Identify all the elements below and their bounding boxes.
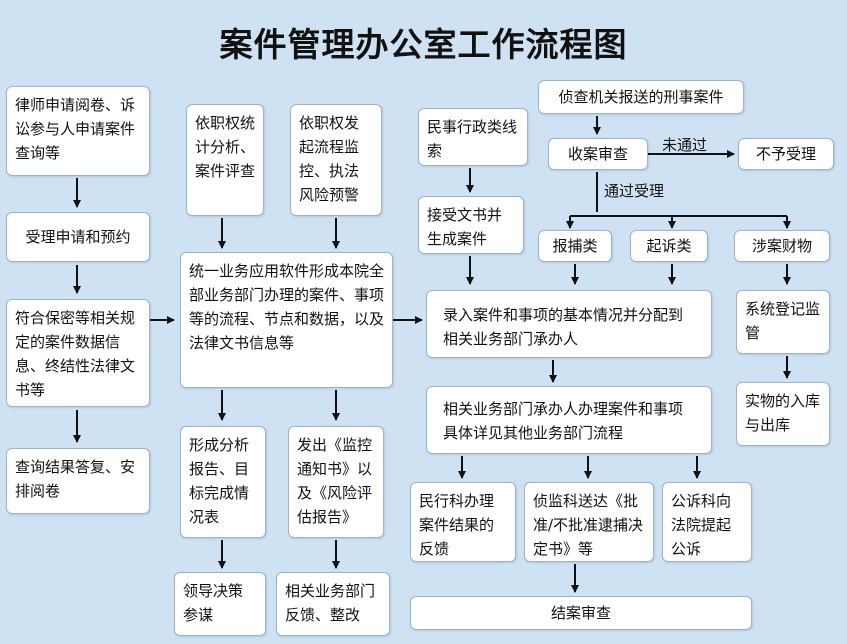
receive-doc-box: 接受文书并生成案件 [418,196,524,254]
unified-software-box: 统一业务应用软件形成本院全部业务部门办理的案件、事项等的流程、节点和数据，以及法… [180,252,393,388]
reject-box: 不予受理 [738,138,834,170]
lawyer-request-box: 律师申请阅卷、诉讼参与人申请案件查询等 [6,86,150,176]
civil-feedback-box: 民行科办理案件结果的反馈 [410,482,516,562]
system-register-box: 系统登记监管 [736,290,830,354]
arrest-decision-box: 侦监科送达《批准/不批准逮捕决定书》等 [524,482,654,562]
criminal-case-box: 侦查机关报送的刑事案件 [538,80,744,114]
query-reply-box: 查询结果答复、安排阅卷 [6,448,150,514]
analysis-report-box: 形成分析报告、目标完成情况表 [180,426,266,538]
intake-review-box: 收案审查 [548,138,648,170]
passed-label: 通过受理 [604,182,665,200]
leader-decision-box: 领导决策参谋 [174,572,266,636]
monitor-notice-box: 发出《监控通知书》以及《风险评估报告》 [288,426,384,538]
prosecute-box: 起诉类 [630,230,708,262]
close-review-box: 结案审查 [410,596,752,630]
matching-info-box: 符合保密等相关规定的案件数据信息、终结性法律文书等 [6,299,150,407]
dept-feedback-box: 相关业务部门反馈、整改 [276,572,390,636]
property-inout-box: 实物的入库与出库 [736,382,830,446]
page-title: 案件管理办公室工作流程图 [219,25,628,64]
initiate-monitor-box: 依职权发起流程监控、执法风险预警 [290,104,382,216]
civil-admin-box: 民事行政类线索 [418,108,528,166]
accept-request-box: 受理申请和预约 [6,212,150,262]
input-case-box: 录入案件和事项的基本情况并分配到相关业务部门承办人 [426,290,712,358]
handle-case-box: 相关业务部门承办人办理案件和事项具体详见其他业务部门流程 [426,386,712,454]
not-passed-label: 未通过 [662,136,708,154]
stat-analysis-box: 依职权统计分析、案件评查 [186,104,264,216]
public-prosecution-box: 公诉科向法院提起公诉 [662,482,752,562]
arrest-box: 报捕类 [538,230,612,262]
property-box: 涉案财物 [734,230,830,262]
